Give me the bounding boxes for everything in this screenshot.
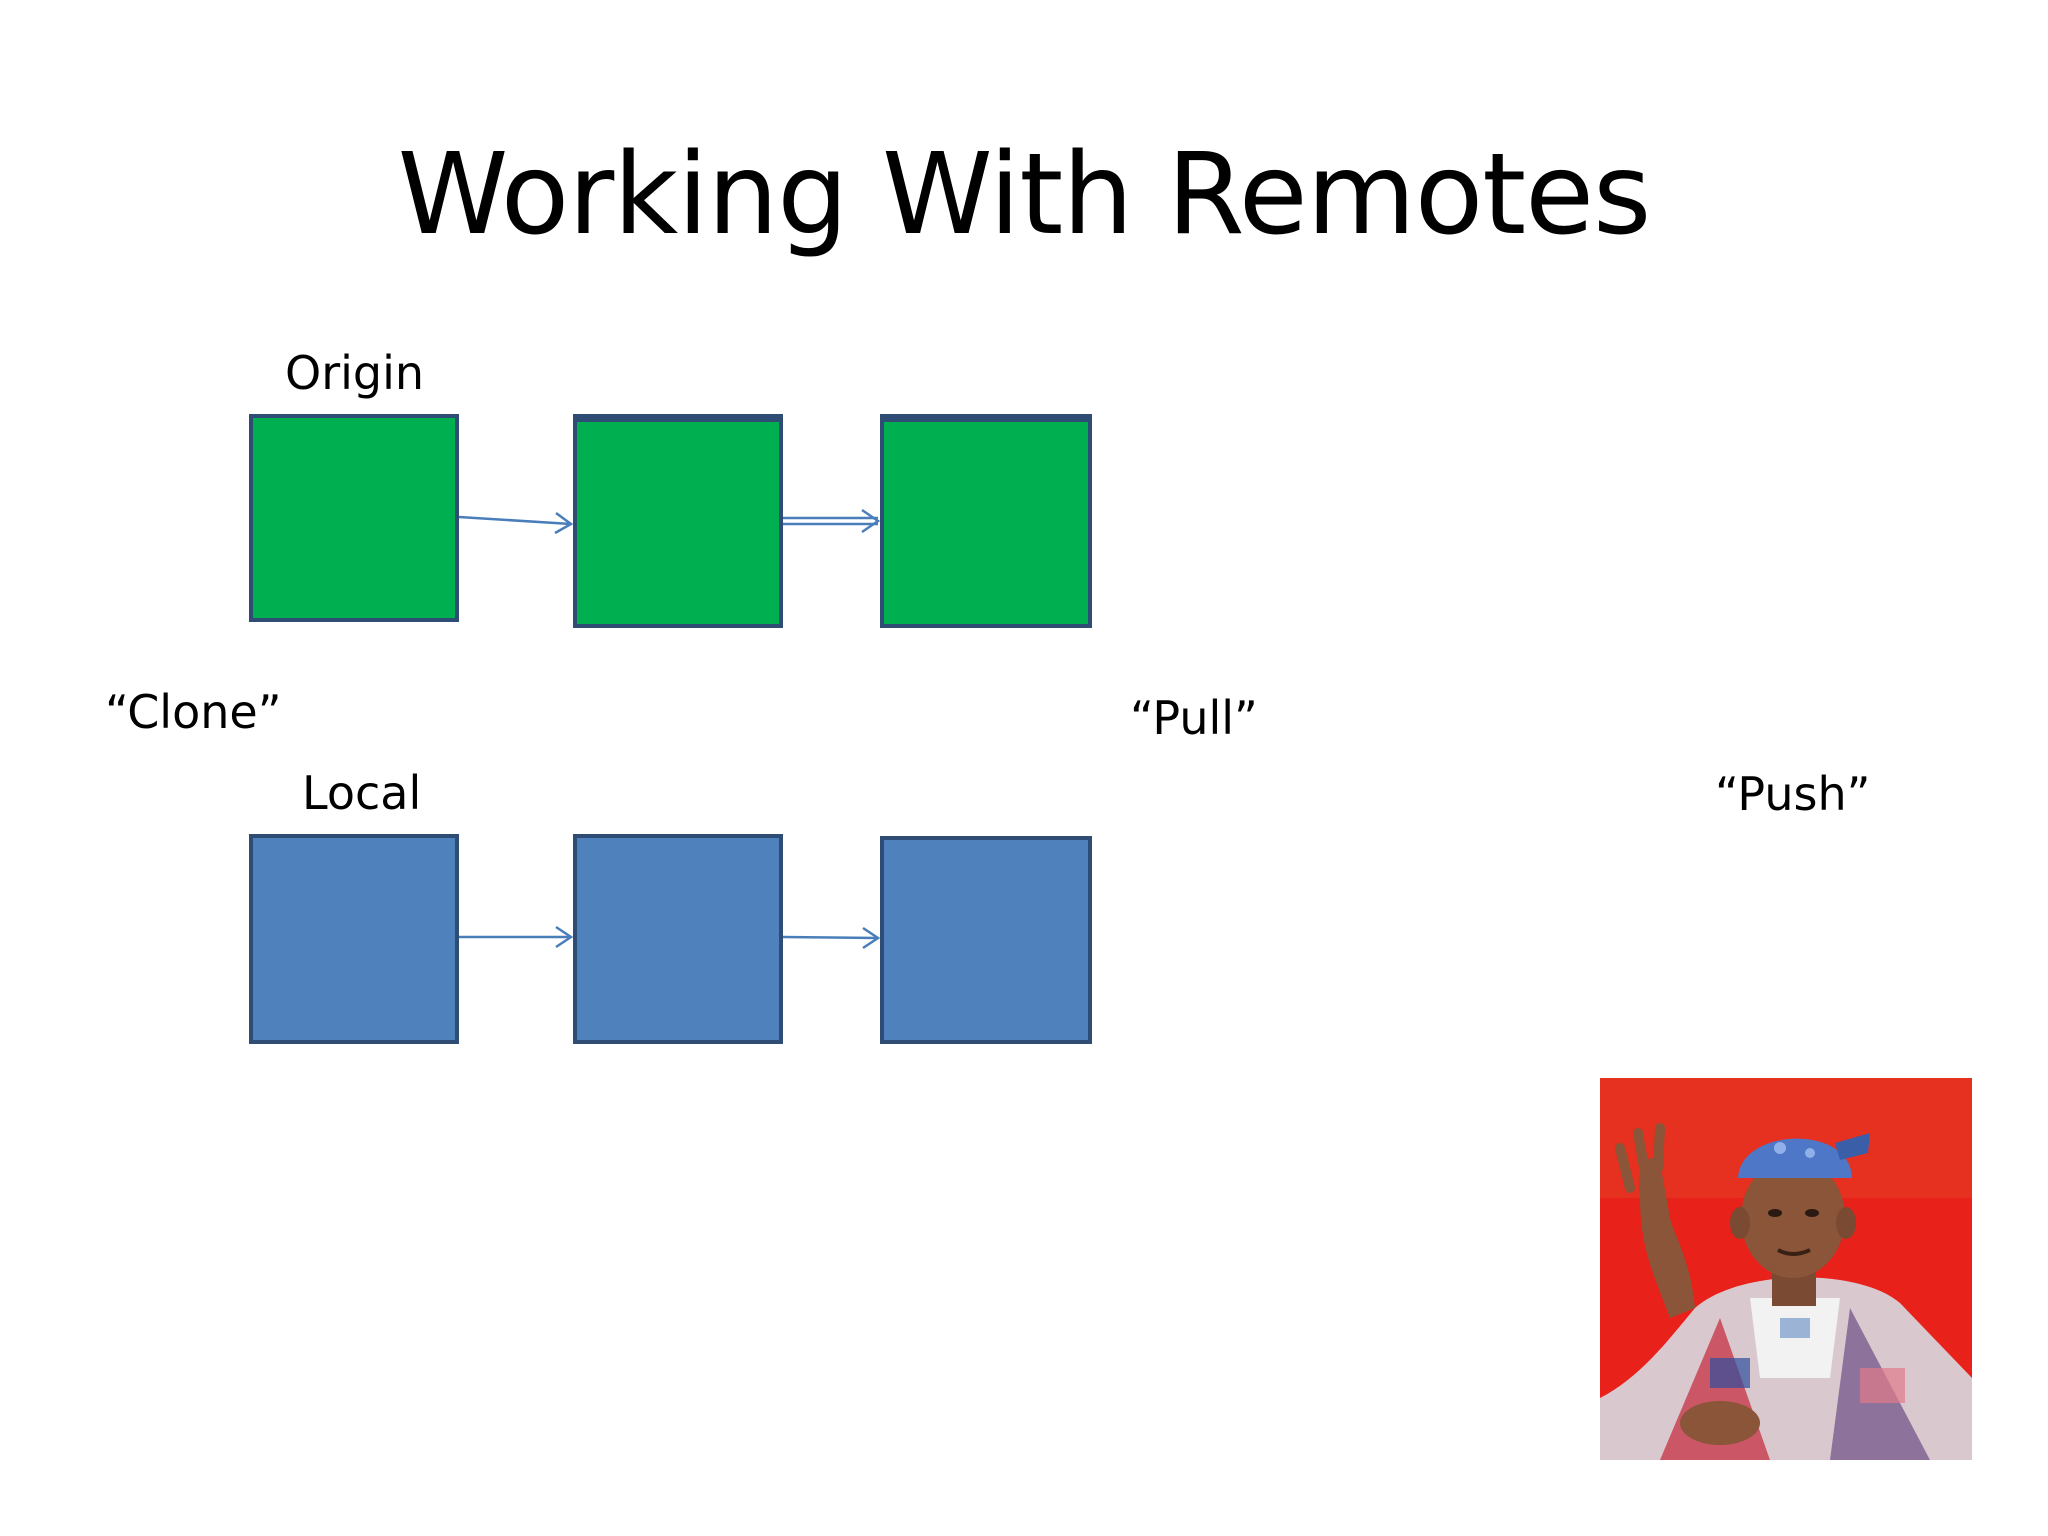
origin-arrowhead-2 bbox=[861, 508, 881, 534]
local-arrow-2 bbox=[782, 935, 879, 940]
slide-title: Working With Remotes bbox=[397, 130, 1652, 260]
origin-commit-2 bbox=[573, 414, 783, 628]
push-label: “Push” bbox=[1715, 767, 1871, 821]
local-commit-1 bbox=[249, 834, 459, 1044]
pull-label: “Pull” bbox=[1130, 691, 1258, 745]
person-photo bbox=[1600, 1078, 1972, 1460]
local-arrowhead-1 bbox=[555, 925, 574, 949]
origin-commit-3 bbox=[880, 414, 1092, 628]
person-photo-icon bbox=[1600, 1078, 1972, 1460]
clone-label: “Clone” bbox=[105, 685, 282, 739]
origin-arrowhead-1 bbox=[554, 511, 574, 535]
local-arrowhead-2 bbox=[862, 926, 881, 950]
local-label: Local bbox=[302, 766, 422, 820]
local-commit-3 bbox=[880, 836, 1092, 1044]
origin-commit-1 bbox=[249, 414, 459, 622]
origin-arrow-1 bbox=[458, 515, 572, 526]
local-commit-2 bbox=[573, 834, 783, 1044]
origin-label: Origin bbox=[285, 346, 425, 400]
